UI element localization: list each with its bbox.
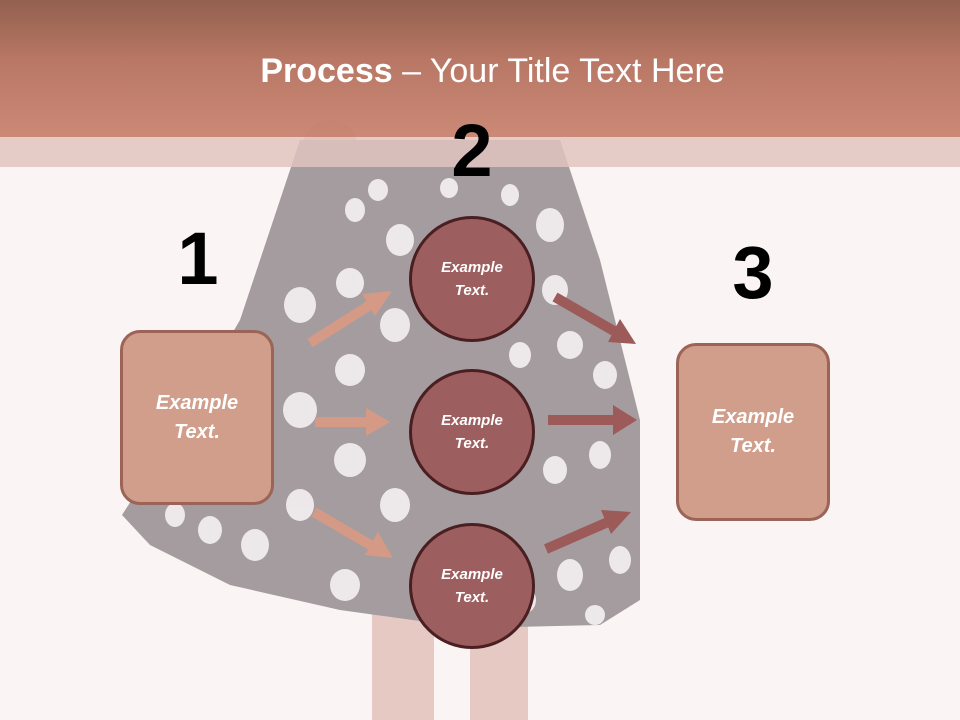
circle-middle-label: Example Text.: [441, 412, 503, 452]
circle-bottom-label: Example Text.: [441, 566, 503, 606]
arrow-middle-to-right: [548, 405, 637, 435]
arrow-left-to-top: [307, 291, 392, 348]
left-example-box[interactable]: Example Text.: [120, 330, 274, 505]
step-number-1: 1: [177, 217, 219, 300]
circle-top[interactable]: Example Text.: [409, 216, 535, 342]
arrow-left-to-middle: [315, 408, 390, 436]
right-box-label: Example Text.: [711, 406, 795, 457]
circle-middle[interactable]: Example Text.: [409, 369, 535, 495]
header-strip: [0, 137, 960, 167]
circle-top-label: Example Text.: [441, 259, 503, 299]
right-example-box[interactable]: Example Text.: [676, 343, 830, 521]
header-band: [0, 0, 960, 137]
step-number-3: 3: [732, 231, 774, 314]
step-number-2: 2: [451, 109, 493, 192]
slide-title: Process – Your Title Text Here: [0, 52, 960, 91]
arrow-top-to-right: [552, 292, 636, 344]
left-box-label: Example Text.: [155, 391, 239, 443]
title-rest: – Your Title Text Here: [392, 52, 725, 90]
arrow-left-to-bottom: [311, 507, 393, 558]
circle-bottom[interactable]: Example Text.: [409, 523, 535, 649]
arrow-bottom-to-right: [544, 510, 631, 554]
title-bold: Process: [260, 52, 393, 90]
